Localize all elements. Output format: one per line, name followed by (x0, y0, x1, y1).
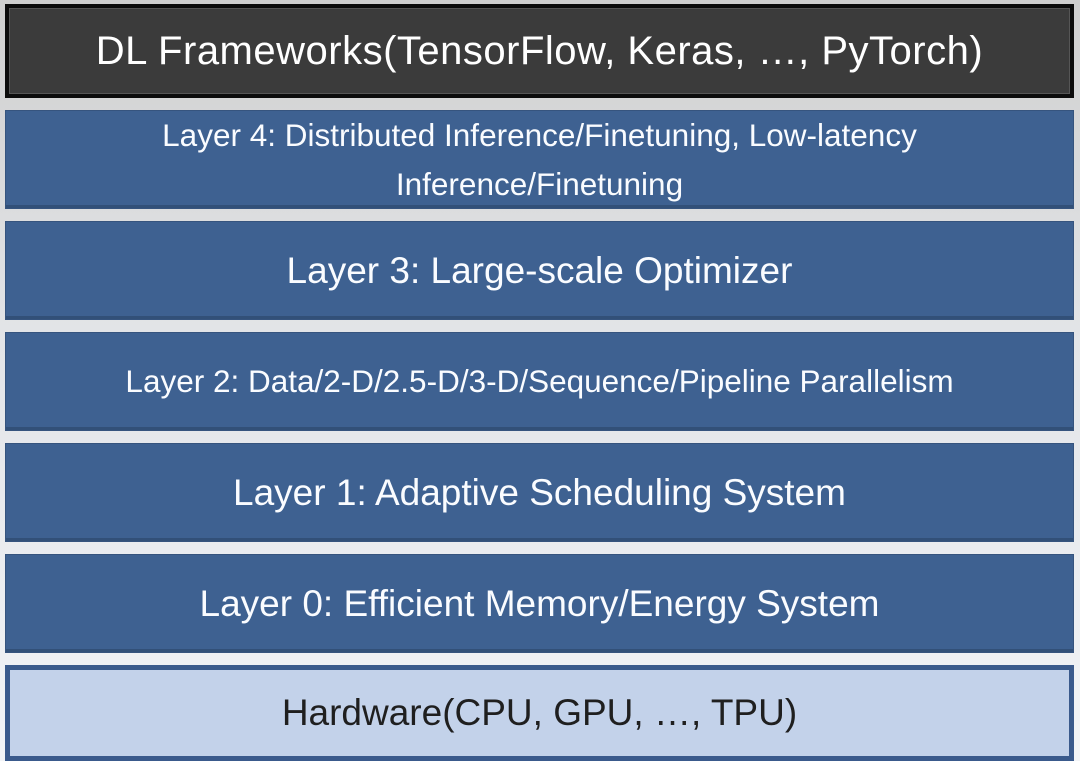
hardware-label: Hardware(CPU, GPU, …, TPU) (281, 692, 798, 733)
layer-3-box: Layer 3: Large-scale Optimizer (5, 221, 1074, 320)
layer-1-box: Layer 1: Adaptive Scheduling System (5, 443, 1074, 542)
layer-stack: DL Frameworks(TensorFlow, Keras, …, PyTo… (5, 4, 1074, 761)
layer-3-label: Layer 3: Large-scale Optimizer (286, 249, 793, 291)
layer-1-label: Layer 1: Adaptive Scheduling System (233, 471, 846, 513)
dl-frameworks-label: DL Frameworks(TensorFlow, Keras, …, PyTo… (95, 28, 984, 73)
layer-0-label: Layer 0: Efficient Memory/Energy System (199, 582, 880, 624)
layer-4-label: Layer 4: Distributed Inference/Finetunin… (162, 116, 917, 202)
layer-4-box: Layer 4: Distributed Inference/Finetunin… (5, 110, 1074, 209)
layer-2-label: Layer 2: Data/2-D/2.5-D/3-D/Sequence/Pip… (125, 363, 954, 400)
layer-2-box: Layer 2: Data/2-D/2.5-D/3-D/Sequence/Pip… (5, 332, 1074, 431)
dl-frameworks-box: DL Frameworks(TensorFlow, Keras, …, PyTo… (5, 4, 1074, 98)
layer-0-box: Layer 0: Efficient Memory/Energy System (5, 554, 1074, 653)
hardware-box: Hardware(CPU, GPU, …, TPU) (5, 665, 1074, 761)
